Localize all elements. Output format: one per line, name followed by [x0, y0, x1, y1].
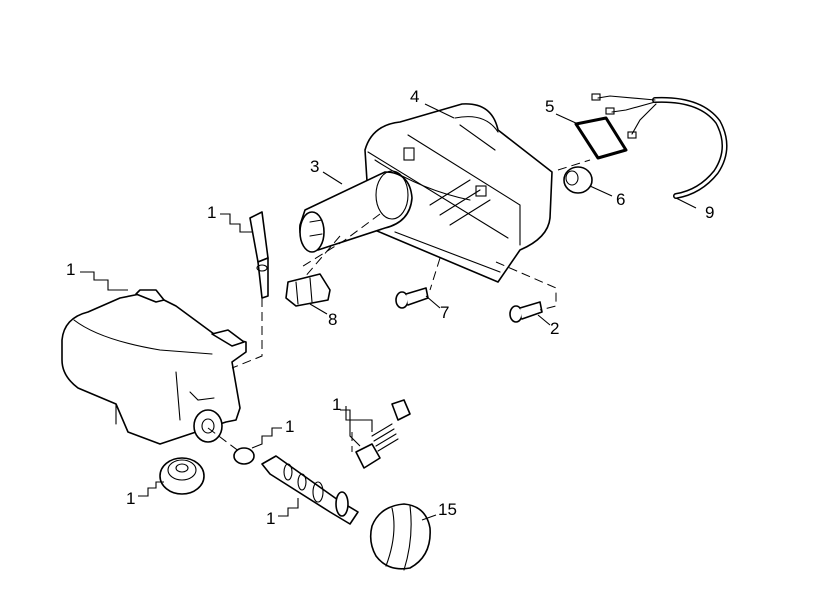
- callout-1-housing: 1: [66, 260, 75, 279]
- part-9-cable[interactable]: [591, 93, 728, 199]
- part-1-valve-shaft[interactable]: [261, 455, 359, 525]
- callout-1-pin: 1: [207, 203, 216, 222]
- callout-1-spring: 1: [332, 395, 341, 414]
- callout-labels: 4 5 3 6 9 1 1 8 7 2 1 1 1 1 15: [66, 87, 714, 528]
- callout-1-o-ring: 1: [285, 417, 294, 436]
- callout-1-shaft: 1: [266, 509, 275, 528]
- part-5-gasket[interactable]: [574, 116, 628, 160]
- assembly-lines: [207, 159, 591, 453]
- part-6-grommet[interactable]: [563, 166, 593, 194]
- pump-housing[interactable]: [61, 289, 247, 445]
- part-8-switch[interactable]: [285, 273, 331, 307]
- callout-2: 2: [550, 319, 559, 338]
- callout-9: 9: [705, 203, 714, 222]
- callout-3: 3: [310, 157, 319, 176]
- part-7-screw[interactable]: [395, 287, 429, 309]
- callout-6: 6: [616, 190, 625, 209]
- callout-8: 8: [328, 310, 337, 329]
- part-1-o-ring[interactable]: [233, 447, 255, 465]
- callout-5: 5: [545, 97, 554, 116]
- callout-4: 4: [410, 87, 419, 106]
- callout-15: 15: [438, 500, 457, 519]
- part-1-pin[interactable]: [249, 211, 269, 299]
- callout-1-filter: 1: [126, 489, 135, 508]
- part-15-knob[interactable]: [369, 503, 431, 571]
- part-1-filter[interactable]: [159, 457, 205, 495]
- callout-leaders: [80, 103, 697, 521]
- part-4-housing[interactable]: [364, 103, 553, 283]
- part-1-spring-set[interactable]: [355, 399, 411, 469]
- callout-7: 7: [440, 303, 449, 322]
- part-3-cylinder[interactable]: [299, 170, 413, 253]
- part-2-screw[interactable]: [509, 301, 543, 323]
